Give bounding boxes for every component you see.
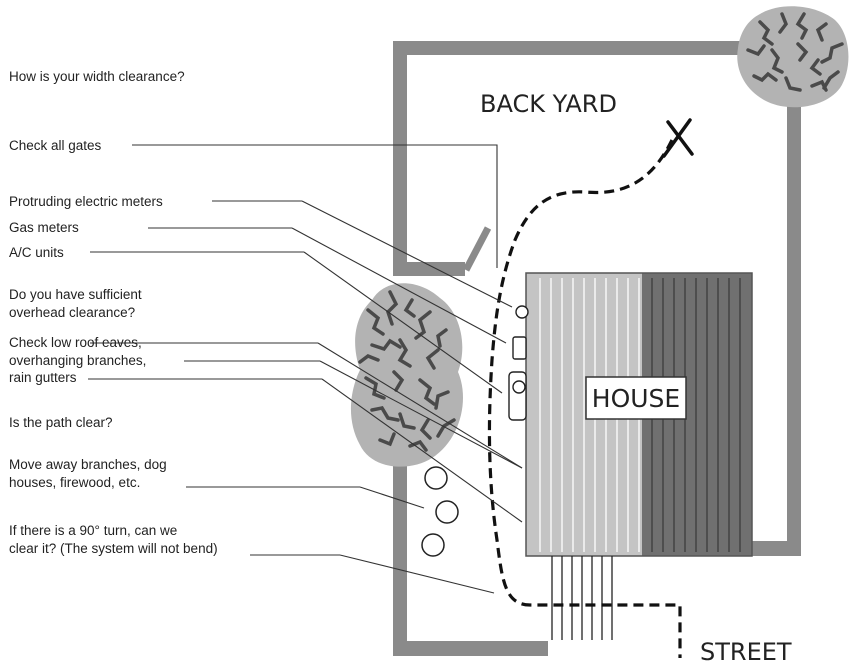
utility-meters	[508, 305, 529, 421]
route-path	[487, 139, 682, 658]
label-check-gates: Check all gates	[9, 137, 101, 155]
label-electric-meters: Protruding electric meters	[9, 193, 163, 211]
label-roof-eaves: Check low roof eaves, overhanging branch…	[9, 334, 146, 387]
house-label: HOUSE	[585, 376, 687, 420]
label-gas-meters: Gas meters	[9, 219, 79, 237]
label-line: Do you have sufficient	[9, 287, 142, 302]
label-line: How is your width clearance?	[9, 69, 185, 84]
leader-lines	[88, 144, 523, 594]
property-walls	[393, 41, 801, 656]
label-overhead-clearance: Do you have sufficient overhead clearanc…	[9, 286, 142, 321]
label-line: Move away branches, dog	[9, 457, 167, 472]
label-ac-units: A/C units	[9, 244, 64, 262]
svg-text:HOUSE: HOUSE	[592, 384, 680, 413]
label-line: overhead clearance?	[9, 304, 136, 320]
label-line: houses, firewood, etc.	[9, 474, 141, 490]
walkway	[551, 556, 613, 640]
label-path-clear: Is the path clear?	[9, 414, 113, 432]
label-line: Is the path clear?	[9, 415, 113, 430]
label-move-branches: Move away branches, dog houses, firewood…	[9, 456, 167, 491]
label-line: A/C units	[9, 245, 64, 260]
house-building	[525, 272, 753, 557]
label-ninety-turn: If there is a 90° turn, can we clear it?…	[9, 522, 218, 557]
label-line: Gas meters	[9, 220, 79, 235]
label-line: overhanging branches,	[9, 352, 147, 368]
bush-left	[350, 283, 463, 467]
label-line: Check all gates	[9, 138, 102, 153]
label-width-clearance: How is your width clearance?	[9, 68, 185, 86]
label-line: Check low roof eaves,	[9, 335, 142, 350]
back-yard-label: BACK YARD	[480, 90, 617, 118]
tree-top-right	[737, 6, 849, 108]
label-line: rain gutters	[9, 370, 77, 385]
label-line: If there is a 90° turn, can we	[9, 523, 178, 538]
street-label: STREET	[700, 638, 792, 665]
leader-gates	[132, 144, 498, 268]
label-line: clear it? (The system will not bend)	[9, 540, 218, 556]
destination-x-mark	[662, 118, 694, 158]
gate	[462, 226, 492, 272]
label-line: Protruding electric meters	[9, 194, 163, 209]
stepping-stones	[421, 466, 459, 557]
